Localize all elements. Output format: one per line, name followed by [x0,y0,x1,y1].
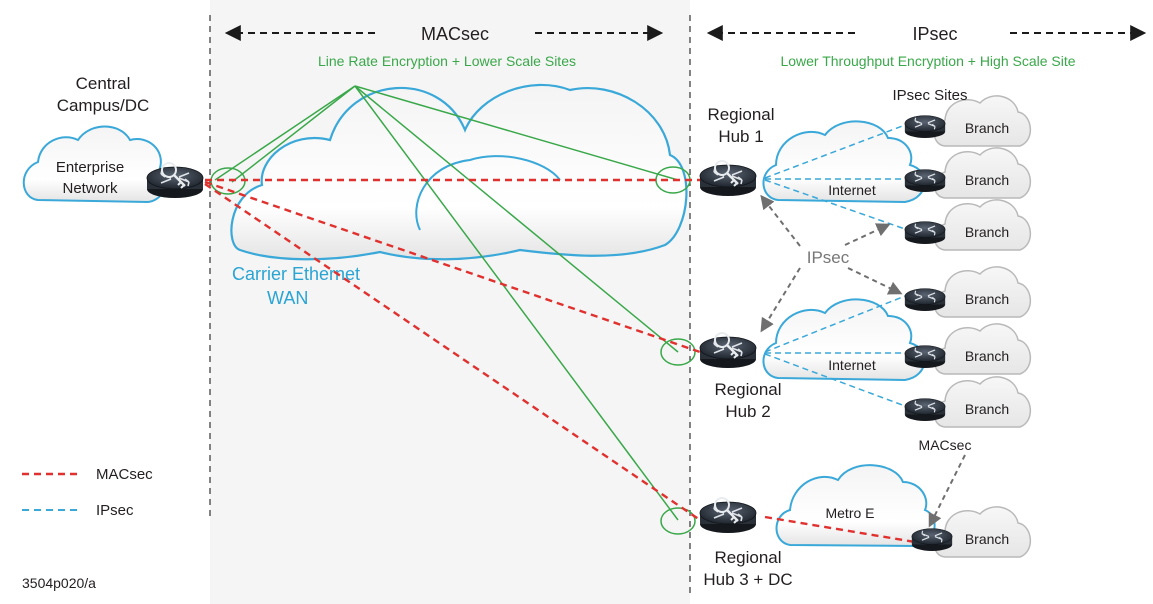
svg-text:Branch: Branch [965,120,1009,136]
ipsec-tunnels [764,124,906,407]
metro-e-label: Metro E [825,505,874,521]
macsec-subheader: Line Rate Encryption + Lower Scale Sites [318,53,576,69]
ipsec-header: IPsec [912,24,957,44]
central-title-line1: Central [76,74,131,93]
hub1-label-line2: Hub 1 [718,127,763,146]
enterprise-label-line2: Network [62,180,118,197]
wan-label-line1: Carrier Ethernet [232,264,360,284]
hub1-label-line1: Regional [707,105,774,124]
svg-text:Branch: Branch [965,401,1009,417]
ipsec-subheader: Lower Throughput Encryption + High Scale… [780,53,1075,69]
svg-text:Branch: Branch [965,531,1009,547]
figure-id: 3504p020/a [22,575,96,591]
svg-text:Branch: Branch [965,224,1009,240]
legend-ipsec-label: IPsec [96,502,134,519]
hub3-label-line1: Regional [714,548,781,567]
svg-text:Branch: Branch [965,172,1009,188]
macsec-links [204,178,916,544]
enterprise-label-line1: Enterprise [56,159,124,176]
ipsec-sites-label: IPsec Sites [892,87,967,104]
metro-macsec-label: MACsec [919,437,972,453]
macsec-header: MACsec [421,24,489,44]
hub1-cloud-label: Internet [828,182,876,198]
hub2-cloud-label: Internet [828,357,876,373]
ipsec-center-label: IPsec [807,248,850,267]
hub3-label-line2: Hub 3 + DC [703,570,792,589]
branch-labels: Branch Branch Branch Branch Branch Branc… [965,120,1009,547]
branch-clouds [933,95,1031,558]
hub2-label-line1: Regional [714,380,781,399]
svg-text:Branch: Branch [965,291,1009,307]
legend-macsec-label: MACsec [96,466,153,483]
encryption-lines [210,85,696,535]
svg-text:Branch: Branch [965,348,1009,364]
wan-label-line2: WAN [267,288,308,308]
legend: MACsec IPsec [22,466,153,519]
ipsec-gray-arrows [760,194,966,528]
hub2-label-line2: Hub 2 [725,402,770,421]
central-title-line2: Campus/DC [57,96,150,115]
